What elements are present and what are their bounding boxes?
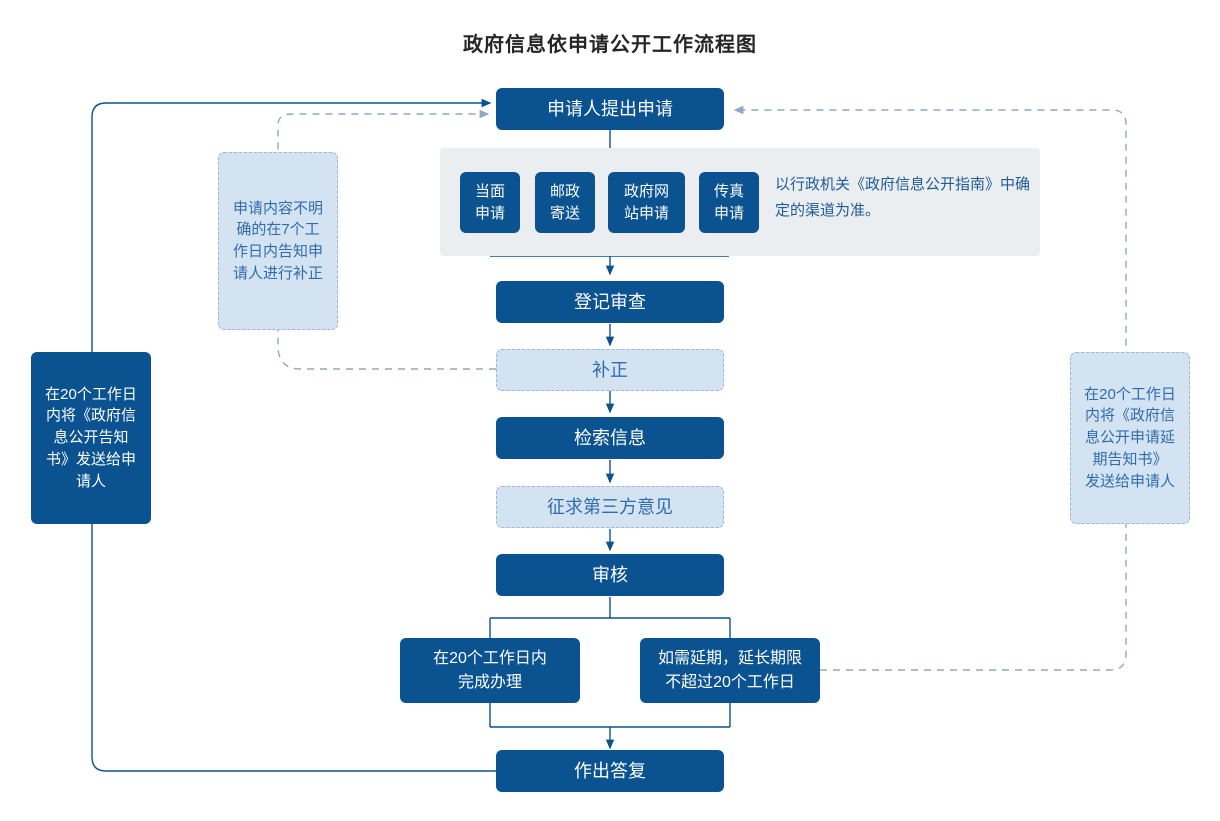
node-audit[interactable]: 审核 [496,554,724,596]
note-supplement-7days[interactable]: 申请内容不明确的在7个工作日内告知申请人进行补正 [218,152,338,330]
note-notice-20days[interactable]: 在20个工作日内将《政府信息公开告知书》发送给申请人 [31,352,151,524]
node-channel-in-person[interactable]: 当面 申请 [460,172,520,233]
note-extension-notice-20days[interactable]: 在20个工作日内将《政府信息公开申请延期告知书》 发送给申请人 [1070,352,1190,524]
node-retrieve-info[interactable]: 检索信息 [496,417,724,459]
node-complete-in-20-days[interactable]: 在20个工作日内 完成办理 [400,638,580,703]
node-supplement[interactable]: 补正 [496,349,724,391]
node-register-review[interactable]: 登记审查 [496,281,724,323]
node-channel-postal[interactable]: 邮政 寄送 [535,172,595,233]
node-extension[interactable]: 如需延期，延长期限 不超过20个工作日 [640,638,820,703]
node-channel-website[interactable]: 政府网 站申请 [608,172,685,233]
node-reply[interactable]: 作出答复 [496,750,724,792]
node-third-party-opinion[interactable]: 征求第三方意见 [496,486,724,528]
node-channel-fax[interactable]: 传真 申请 [699,172,759,233]
node-start[interactable]: 申请人提出申请 [496,88,724,130]
channel-note: 以行政机关《政府信息公开指南》中确定的渠道为准。 [775,176,1031,219]
page-title: 政府信息依申请公开工作流程图 [463,34,757,56]
